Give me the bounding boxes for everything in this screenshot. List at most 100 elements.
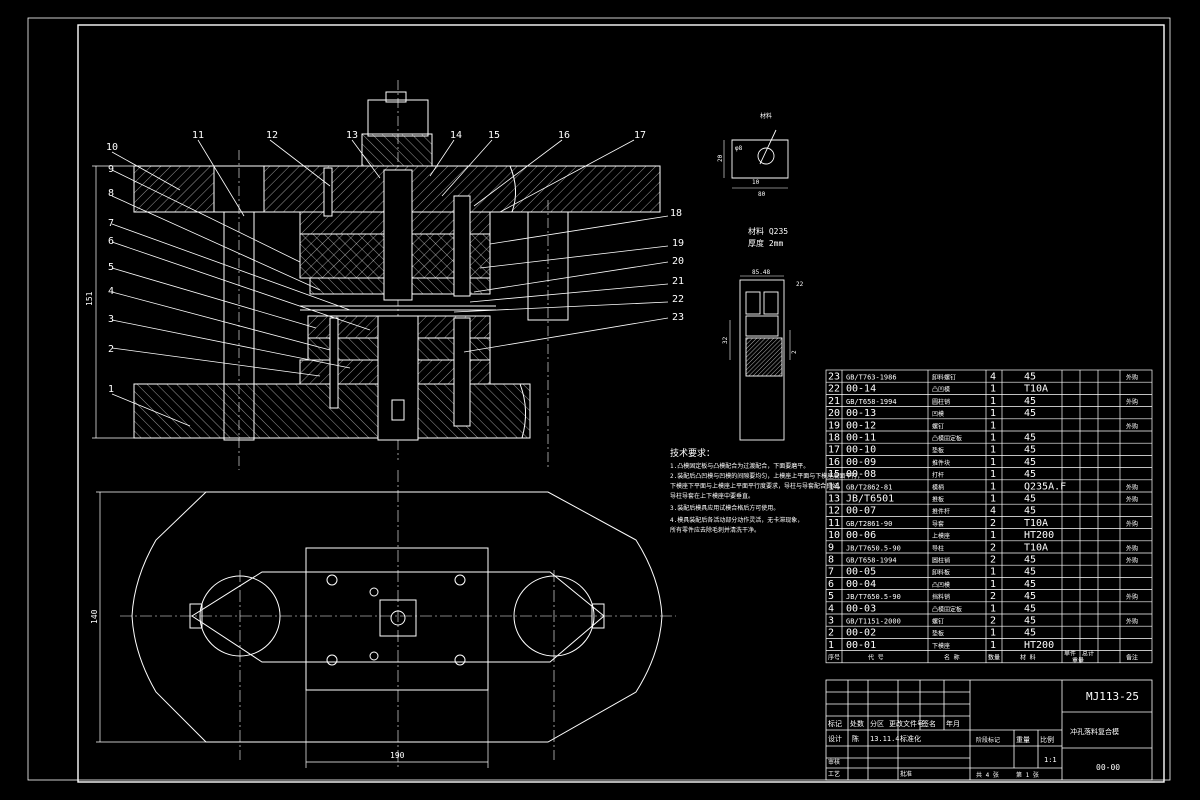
- bom-code: JB/T6501: [846, 494, 894, 505]
- bom-qty: 1: [990, 420, 996, 431]
- part-d-dim: 10: [752, 179, 760, 186]
- balloon: 4: [108, 286, 114, 297]
- bom-name: 推件杆: [932, 508, 950, 516]
- bom-name: 导柱: [932, 544, 944, 552]
- bom-no: 3: [828, 616, 834, 627]
- bom-material: Q235A.F: [1024, 481, 1066, 492]
- bom-qty: 1: [990, 408, 996, 419]
- bom-material: 45: [1024, 469, 1036, 480]
- bom-no: 17: [828, 445, 840, 456]
- bom-no: 22: [828, 384, 840, 395]
- leader-lines: [111, 139, 669, 427]
- bom-code: 00-14: [846, 384, 876, 395]
- bom-grid: [825, 369, 1153, 664]
- balloon: 23: [672, 312, 684, 323]
- bom-name: 模柄: [932, 483, 944, 491]
- bom-no: 16: [828, 457, 840, 468]
- material-line: 材料 Q235: [748, 226, 788, 236]
- rev-sign: 签名: [922, 719, 936, 728]
- bom-header-qty: 数量: [988, 654, 1000, 662]
- balloon: 13: [346, 130, 358, 141]
- balloon: 17: [634, 130, 646, 141]
- balloon: 21: [672, 276, 684, 287]
- balloon: 18: [670, 208, 682, 219]
- bom-material: 45: [1024, 555, 1036, 566]
- bom-code: GB/T658-1994: [846, 398, 897, 406]
- bom-qty: 1: [990, 628, 996, 639]
- bom-name: 凹模: [932, 410, 944, 418]
- bom-note: 外购: [1126, 593, 1138, 601]
- balloon-labels: 1 2 3 4 5 6 7 8 9 10 11 12 13 14 15 16 1…: [106, 130, 684, 395]
- bom-material: 45: [1024, 396, 1036, 407]
- bom-no: 10: [828, 530, 840, 541]
- bom-code: 00-09: [846, 457, 876, 468]
- plan-width-dim: 190: [390, 751, 405, 760]
- bom-material: 45: [1024, 445, 1036, 456]
- bom-name: 螺钉: [932, 422, 944, 430]
- design-date: 13.11.4: [870, 735, 900, 743]
- bom-code: GB/T2861-90: [846, 520, 892, 528]
- sheet-count: 共 4 张: [976, 771, 999, 779]
- bom-note: 外购: [1126, 557, 1138, 565]
- bom-code: 00-02: [846, 628, 876, 639]
- balloon: 19: [672, 238, 684, 249]
- height-dim-text: 151: [85, 291, 94, 306]
- bom-qty: 4: [990, 372, 996, 383]
- balloon: 10: [106, 142, 118, 153]
- std-label: 标准化: [900, 734, 921, 743]
- bom-name: 垫板: [932, 630, 944, 638]
- bom-qty: 1: [990, 396, 996, 407]
- rev-date: 年月: [946, 719, 960, 728]
- bom-name: 凸模固定板: [932, 605, 962, 613]
- scale-label: 比例: [1040, 735, 1054, 744]
- part-label: 材料: [760, 112, 772, 120]
- notes-line: 导柱导套在上下模座中要垂直。: [670, 492, 754, 500]
- bom-no: 12: [828, 506, 840, 517]
- bom-code: JB/T7650.5-90: [846, 593, 901, 601]
- bom-note: 外购: [1126, 483, 1138, 491]
- bom-note: 外购: [1126, 496, 1138, 504]
- bom-code: 00-11: [846, 433, 876, 444]
- bom-material: 45: [1024, 457, 1036, 468]
- notes-line: 下模座下平面与上模座上平面平行度要求，导柱与导套配合良好，: [670, 482, 844, 490]
- bom-name: 挡料销: [932, 593, 950, 601]
- bom-header-total: 总计: [1082, 650, 1094, 658]
- bom-no: 21: [828, 396, 840, 407]
- balloon: 20: [672, 256, 684, 267]
- designer: 陈: [852, 734, 859, 743]
- bom-qty: 1: [990, 603, 996, 614]
- bom-no: 11: [828, 518, 840, 529]
- bom-qty: 4: [990, 506, 996, 517]
- bom-code: 00-06: [846, 530, 876, 541]
- bom-qty: 2: [990, 616, 996, 627]
- bom-code: GB/T2862-81: [846, 483, 892, 491]
- bom-qty: 1: [990, 567, 996, 578]
- design-label: 设计: [828, 734, 842, 743]
- review-label: 审核: [828, 758, 840, 766]
- bom-no: 20: [828, 408, 840, 419]
- bom-note: 外购: [1126, 422, 1138, 430]
- title-block-text: MJ113-25 冲孔落料复合模 00-00 标记 处数 分区 更改文件号 签名…: [828, 690, 1139, 779]
- balloon: 11: [192, 130, 204, 141]
- part-h-dim: 20: [717, 154, 724, 162]
- bom-no: 5: [828, 591, 834, 602]
- plan-centerlines: [120, 470, 676, 770]
- bom-material: 45: [1024, 579, 1036, 590]
- bom-no: 13: [828, 494, 840, 505]
- bom-header-name: 名 称: [944, 654, 960, 662]
- bom-no: 18: [828, 433, 840, 444]
- bom-qty: 1: [990, 481, 996, 492]
- bom-qty: 1: [990, 469, 996, 480]
- title-block: [825, 679, 1153, 781]
- bom-name: 凸凹模: [932, 386, 950, 394]
- bom-name: 圆柱销: [932, 398, 950, 406]
- bom-no: 1: [828, 640, 834, 651]
- sheet-border: [27, 17, 1171, 783]
- bom-code: 00-10: [846, 445, 876, 456]
- bom-name: 卸料板: [932, 569, 950, 577]
- bom-code: JB/T7650.5-90: [846, 544, 901, 552]
- balloon: 14: [450, 130, 462, 141]
- bom-qty: 2: [990, 555, 996, 566]
- plan-height-dim: 140: [90, 609, 99, 624]
